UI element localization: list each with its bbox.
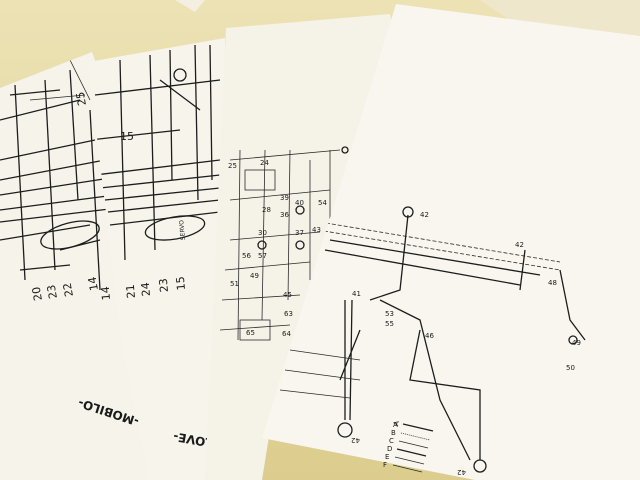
svg-text:A: A — [392, 420, 401, 427]
sheet3-number: 64 — [282, 330, 291, 338]
sheet2-number: 15 — [174, 276, 188, 291]
sheet-diagram-3: 24 28 30 39 40 43 36 37 56 57 49 45 51 6… — [205, 14, 395, 480]
sheet3-number: 28 — [262, 206, 271, 214]
legend-letter: C — [389, 437, 394, 445]
sheet3-number: 43 — [312, 226, 321, 234]
sheet4-number: 42 — [420, 211, 429, 219]
sheet4-number: 41 — [352, 290, 361, 298]
sheet3-number: 49 — [250, 272, 259, 280]
sheet4-number: 55 — [385, 320, 394, 328]
legend-letter: F — [383, 461, 387, 469]
legend-line — [394, 456, 425, 465]
sheet1-number: 22 — [61, 282, 76, 298]
sheet1-number: 23 — [45, 284, 60, 300]
line-type-legend: A — [392, 420, 401, 427]
sheet-love: 15 21 24 23 15 14 SERVO -LOVE- — [88, 38, 225, 480]
sheet2-number: 24 — [139, 282, 153, 297]
sheet3-number: 40 — [295, 199, 304, 207]
sheet3-number: 51 — [230, 280, 239, 288]
sheet2-number: 21 — [124, 284, 138, 299]
legend-line-dotted — [400, 432, 431, 441]
sheet2-number: 15 — [120, 130, 134, 143]
legend-line — [392, 464, 423, 473]
sheet1-number: 25 — [74, 91, 89, 107]
sheet4-number: 49 — [572, 339, 581, 347]
sheet4-number: 42 — [351, 436, 360, 444]
sheet2-number: 14 — [99, 286, 113, 301]
legend-line-thick — [396, 448, 427, 457]
sheet4-number: 42 — [457, 468, 466, 476]
sheet2-servo-label: SERVO — [178, 219, 187, 240]
legend-letter: B — [391, 429, 396, 437]
sheet3-number: 39 — [280, 194, 289, 202]
sheet3-number: 63 — [284, 310, 293, 318]
legend-line-solid — [402, 423, 434, 432]
sheet3-number: 25 — [228, 162, 237, 170]
sheet4-number: 48 — [548, 279, 557, 287]
sheet4-number: 46 — [425, 332, 434, 340]
sheet-diagram-4: 42 42 48 41 55 53 46 49 50 42 42 A A B C… — [262, 4, 640, 480]
sheet4-number: 42 — [515, 241, 524, 249]
sheet3-number: 57 — [258, 252, 267, 260]
legend-letter: E — [385, 453, 389, 461]
sheet3-number: 65 — [246, 329, 255, 337]
sheet1-number: 20 — [30, 286, 45, 302]
sheet3-number: 36 — [280, 211, 289, 219]
sheet4-number: 50 — [566, 364, 575, 372]
sheet3-number: 30 — [258, 229, 267, 237]
sheet3-number: 56 — [242, 252, 251, 260]
sheet1-number: 14 — [86, 276, 101, 292]
sheet3-number: 45 — [283, 291, 292, 299]
sheet2-number: 23 — [157, 278, 171, 293]
sheet3-number: 24 — [260, 159, 269, 167]
background-paper-corner — [175, 0, 205, 12]
sheet3-number: 37 — [295, 229, 304, 237]
sheet3-number: 54 — [318, 199, 327, 207]
legend-line-thin — [398, 440, 429, 449]
sheet4-number: 53 — [385, 310, 394, 318]
legend-letter: D — [387, 445, 392, 453]
legend-letter: A — [393, 421, 398, 429]
